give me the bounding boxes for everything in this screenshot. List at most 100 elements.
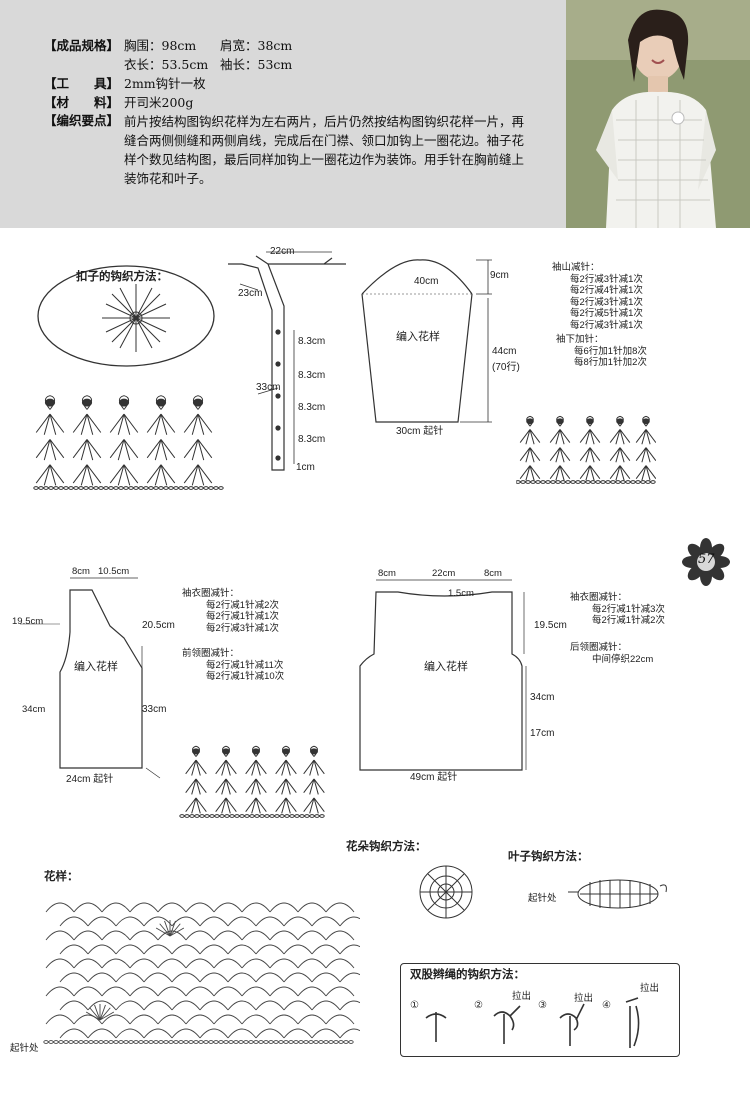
back-neck-dim: 22cm [432, 568, 456, 579]
front-armhole-dim: 19.5cm [12, 616, 44, 627]
sleeve-cap-row: 每2行减4针减1次 [570, 285, 643, 296]
sleeve-cap-row: 每2行减3针减1次 [570, 319, 643, 331]
button-method-title: 扣子的钩织方法： [76, 271, 168, 283]
front-neck-row: 每2行减1针减10次 [206, 671, 285, 682]
back-stitch-label: 编入花样 [424, 661, 468, 673]
back-arm-list: 袖衣圈减针： 每2行减1针减3次 每2行减1针减2次 [570, 592, 665, 627]
sleeve-cap-row: 每2行减3针减1次 [570, 296, 643, 308]
notes-text: 前片按结构图钩织花样为左右两片，后片仍然按结构图钩织花样一片，再缝合两侧侧缝和两… [124, 114, 525, 186]
step-2: ② [474, 1000, 483, 1011]
back-neck-list: 后领圈减针： 中间停织22cm [570, 642, 654, 665]
pull-label-2: 拉出 [574, 993, 594, 1004]
sleeve-inc-title: 袖下加针： [556, 334, 604, 345]
placket-bottom-dim: 1cm [296, 462, 315, 473]
flower-method-title: 花朵钩织方法： [346, 841, 427, 853]
material-label: 【材 料】 [44, 96, 120, 110]
sleeve-inc-list: 袖下加针： 每6行加1针加8次 每8行加1针加2次 [556, 334, 647, 369]
edging-chart-right [516, 415, 656, 484]
front-arm-title: 袖衣圈减针： [182, 588, 240, 599]
placket-gap-4: 8.3cm [298, 434, 326, 445]
step-3: ③ [538, 1000, 547, 1011]
back-neck-row: 中间停织22cm [592, 653, 654, 665]
sleeve-cap-title: 袖山减针： [552, 262, 600, 273]
placket-gap-2: 8.3cm [298, 370, 326, 381]
twist-cord-box [400, 963, 680, 1057]
placket-gap-1: 8.3cm [298, 336, 326, 347]
notes-label: 【编织要点】 [44, 114, 120, 128]
front-neck-row: 每2行减1针减11次 [206, 659, 284, 671]
placket-diagram [228, 251, 346, 471]
edging-chart-left [33, 395, 224, 490]
stitch-pattern-chart [43, 902, 360, 1044]
sleeve-body-dim: 44cm [492, 346, 517, 357]
tools-value: 2mm钩针一枚 [124, 76, 206, 91]
placket-side-dim: 33cm [256, 382, 281, 393]
sleeve-cap-list: 袖山减针： 每2行减3针减1次 每2行减4针减1次 每2行减3针减1次 每2行减… [552, 262, 643, 331]
sleeve-stitch-label: 编入花样 [396, 331, 440, 343]
chest-spec: 胸围：98cm [124, 38, 197, 53]
page-number: 57 [698, 552, 715, 567]
back-body-dim: 34cm [530, 692, 555, 703]
back-neck-title: 后领圈减针： [570, 642, 628, 653]
pattern-title: 花样： [44, 871, 79, 883]
front-body-dim: 34cm [22, 704, 46, 715]
pull-label-3: 拉出 [640, 983, 660, 994]
leaf-chart [568, 879, 667, 909]
page-flower-badge [682, 538, 730, 586]
front-neck-title: 前领圈减针： [182, 648, 240, 659]
back-arm-title: 袖衣圈减针： [570, 592, 628, 603]
back-neck-depth-dim: 1.5cm [448, 588, 474, 599]
edging-chart-front [179, 745, 325, 818]
back-bottom-dim: 49cm 起针 [410, 772, 458, 783]
front-arm-row: 每2行减1针减1次 [206, 611, 279, 622]
header-band [0, 0, 566, 228]
front-neck-height-dim: 20.5cm [142, 620, 175, 631]
front-arm-row: 每2行减1针减2次 [206, 599, 279, 611]
front-arm-list: 袖衣圈减针： 每2行减1针减2次 每2行减1针减1次 每2行减3针减1次 [182, 588, 279, 634]
leaf-method-title: 叶子钩织方法： [508, 851, 589, 863]
model-photo [566, 0, 750, 228]
sleeve-inc-row: 每8行加1针加2次 [574, 357, 647, 368]
pull-label-1: 拉出 [512, 991, 532, 1002]
step-1: ① [410, 1000, 419, 1011]
back-armhole-dim: 19.5cm [534, 620, 567, 631]
front-bottom-dim: 24cm 起针 [66, 774, 114, 785]
back-right-shoulder-dim: 8cm [484, 568, 502, 579]
button-diagram [37, 265, 215, 367]
step-4: ④ [602, 1000, 611, 1011]
back-lower-dim: 17cm [530, 728, 555, 739]
placket-gap-3: 8.3cm [298, 402, 326, 413]
sleeve-diagram [361, 259, 492, 423]
front-piece-diagram [20, 577, 161, 779]
back-arm-row: 每2行减1针减3次 [592, 603, 665, 615]
back-arm-row: 每2行减1针减2次 [592, 615, 665, 626]
twist-cord-steps [425, 997, 640, 1048]
back-left-shoulder-dim: 8cm [378, 568, 396, 579]
flower-chart [419, 865, 473, 919]
length-spec: 衣长：53.5cm [124, 57, 209, 72]
front-stitch-label: 编入花样 [74, 661, 118, 673]
material-value: 开司米200g [124, 95, 194, 110]
twist-cord-title: 双股辫绳的钩织方法： [410, 969, 525, 981]
shoulder-spec: 肩宽：38cm [220, 38, 293, 53]
front-neck-list: 前领圈减针： 每2行减1针减11次 每2行减1针减10次 [182, 648, 285, 683]
sleeve-rows: (70行) [492, 362, 520, 373]
placket-top-dim: 22cm [270, 246, 295, 257]
sleeve-width-dim: 40cm [414, 276, 439, 287]
sleeve-spec: 袖长：53cm [220, 57, 293, 72]
back-piece-diagram [359, 579, 527, 771]
front-side-dim: 33cm [142, 704, 167, 715]
sleeve-cap-dim: 9cm [490, 270, 509, 281]
placket-slope-dim: 23cm [238, 288, 263, 299]
front-neck-dim: 10.5cm [98, 566, 130, 577]
tools-label: 【工 具】 [44, 77, 120, 91]
front-shoulder-dim: 8cm [72, 566, 90, 577]
sleeve-cap-row: 每2行减3针减1次 [570, 273, 643, 285]
sleeve-inc-row: 每6行加1针加8次 [574, 345, 647, 357]
front-arm-row: 每2行减3针减1次 [206, 622, 279, 634]
pattern-start-label: 起针处 [10, 1043, 39, 1054]
leaf-start-label: 起针处 [528, 893, 557, 904]
sleeve-cap-row: 每2行减5针减1次 [570, 308, 643, 319]
sleeve-bottom-dim: 30cm 起针 [396, 426, 444, 437]
